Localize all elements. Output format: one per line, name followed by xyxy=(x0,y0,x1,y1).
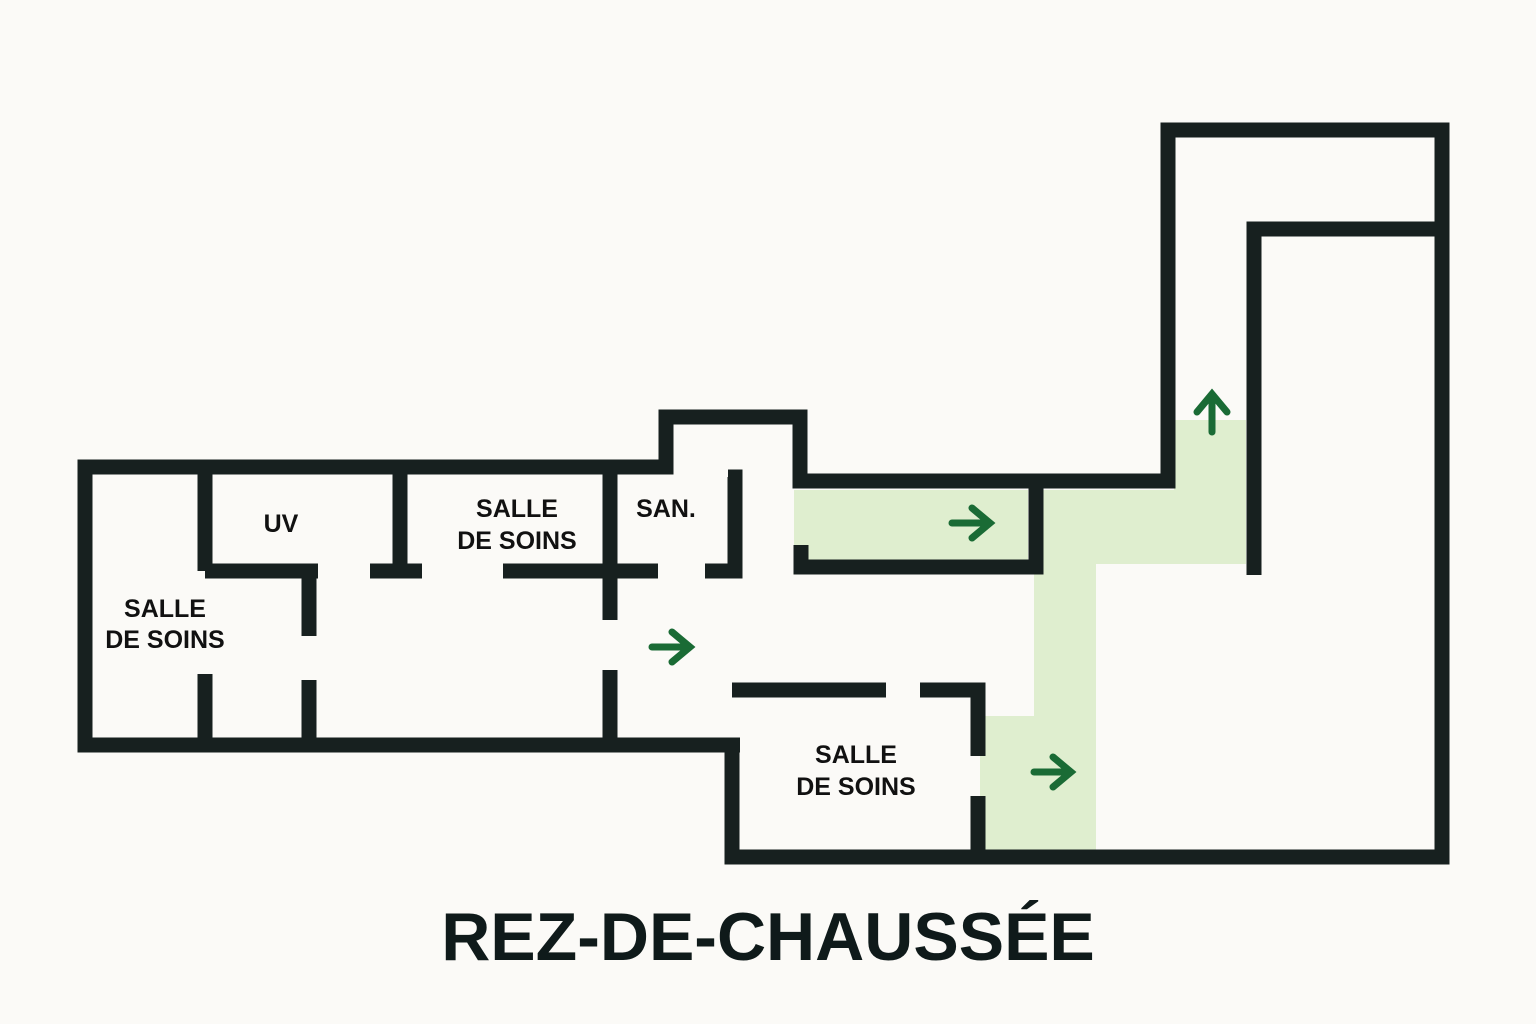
wall-san-right xyxy=(705,469,743,579)
escape-route-exit-shaft xyxy=(1174,420,1246,564)
room-label-soins-left-2: DE SOINS xyxy=(105,626,224,654)
arrow-right-icon xyxy=(1030,753,1077,791)
room-label-soins-bottom-2: DE SOINS xyxy=(796,773,915,801)
escape-route-corridor xyxy=(794,490,1028,562)
arrow-up-icon xyxy=(1193,388,1231,436)
room-label-soins-top-2: DE SOINS xyxy=(457,527,576,555)
room-label-sanitaire: SAN. xyxy=(636,495,696,523)
escape-route xyxy=(794,420,1246,850)
inner-wall-shaft xyxy=(1246,221,1442,575)
arrow-right-icon xyxy=(948,504,996,542)
escape-route-bottom xyxy=(980,716,1096,850)
room-label-soins-top-1: SALLE xyxy=(476,495,558,523)
outer-wall-main xyxy=(77,122,1450,865)
floor-title: REZ-DE-CHAUSSÉE xyxy=(441,899,1095,975)
room-label-uv: UV xyxy=(264,510,299,538)
walls xyxy=(77,122,1450,865)
evacuation-arrows xyxy=(648,388,1231,791)
room-label-soins-bottom-1: SALLE xyxy=(815,741,897,769)
arrow-right-icon xyxy=(648,628,696,666)
wall-side-corridor xyxy=(793,486,1044,575)
wall-soins-bottom-top-right xyxy=(920,682,986,756)
room-label-soins-left-1: SALLE xyxy=(124,595,206,623)
